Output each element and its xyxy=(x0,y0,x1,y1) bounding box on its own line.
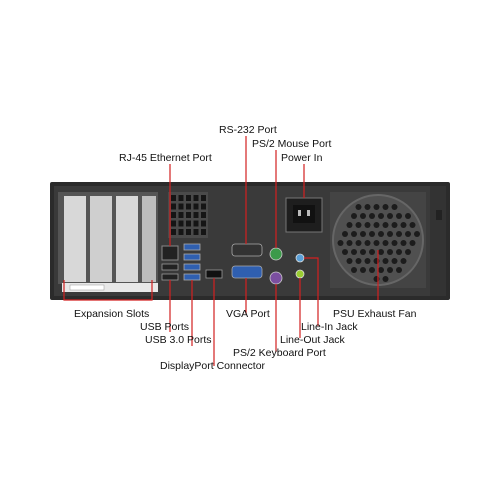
label-rs232-port: RS-232 Port xyxy=(219,124,277,136)
label-rj45-ethernet-port: RJ-45 Ethernet Port xyxy=(119,152,212,164)
label-line-out-jack: Line-Out Jack xyxy=(280,334,345,346)
label-psu-exhaust-fan: PSU Exhaust Fan xyxy=(333,308,417,320)
label-usb3-ports: USB 3.0 Ports xyxy=(145,334,212,346)
ps2-keyboard-port xyxy=(269,271,283,285)
vga-port xyxy=(231,265,263,279)
label-usb-ports: USB Ports xyxy=(140,321,190,333)
line-in-jack xyxy=(295,253,305,263)
label-displayport-connector: DisplayPort Connector xyxy=(160,360,266,372)
expansion-slots xyxy=(58,192,158,292)
label-line-in-jack: Line-In Jack xyxy=(301,321,358,333)
label-power-in: Power In xyxy=(281,152,323,164)
rj45-port xyxy=(161,245,179,261)
line-out-jack xyxy=(295,269,305,279)
label-ps2-keyboard-port: PS/2 Keyboard Port xyxy=(233,347,326,359)
displayport-connector xyxy=(205,269,223,279)
rs232-port xyxy=(231,243,263,257)
label-expansion-slots: Expansion Slots xyxy=(74,308,150,320)
callout-lines xyxy=(63,136,379,366)
label-vga-port: VGA Port xyxy=(226,308,270,320)
ps2-mouse-port xyxy=(269,247,283,261)
label-ps2-mouse-port: PS/2 Mouse Port xyxy=(252,138,332,150)
